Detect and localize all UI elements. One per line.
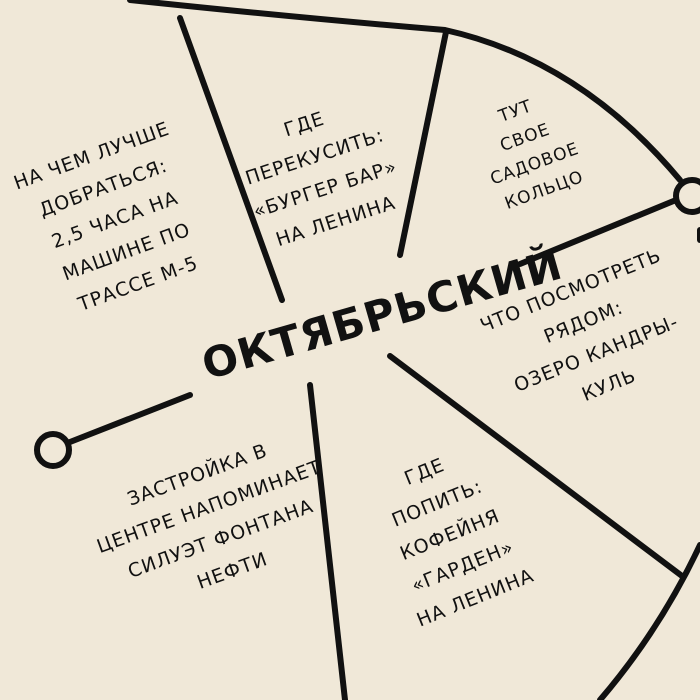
spoke-2 — [397, 29, 449, 258]
spoke-5 — [307, 382, 348, 700]
spoke-6 — [67, 392, 193, 445]
spoke-4 — [387, 353, 685, 579]
outer-arc-bottom — [597, 542, 700, 700]
spoke-3 — [517, 197, 679, 267]
spoke-1 — [177, 15, 285, 303]
node-circle-right — [673, 177, 700, 215]
node-circle-left — [34, 431, 72, 469]
